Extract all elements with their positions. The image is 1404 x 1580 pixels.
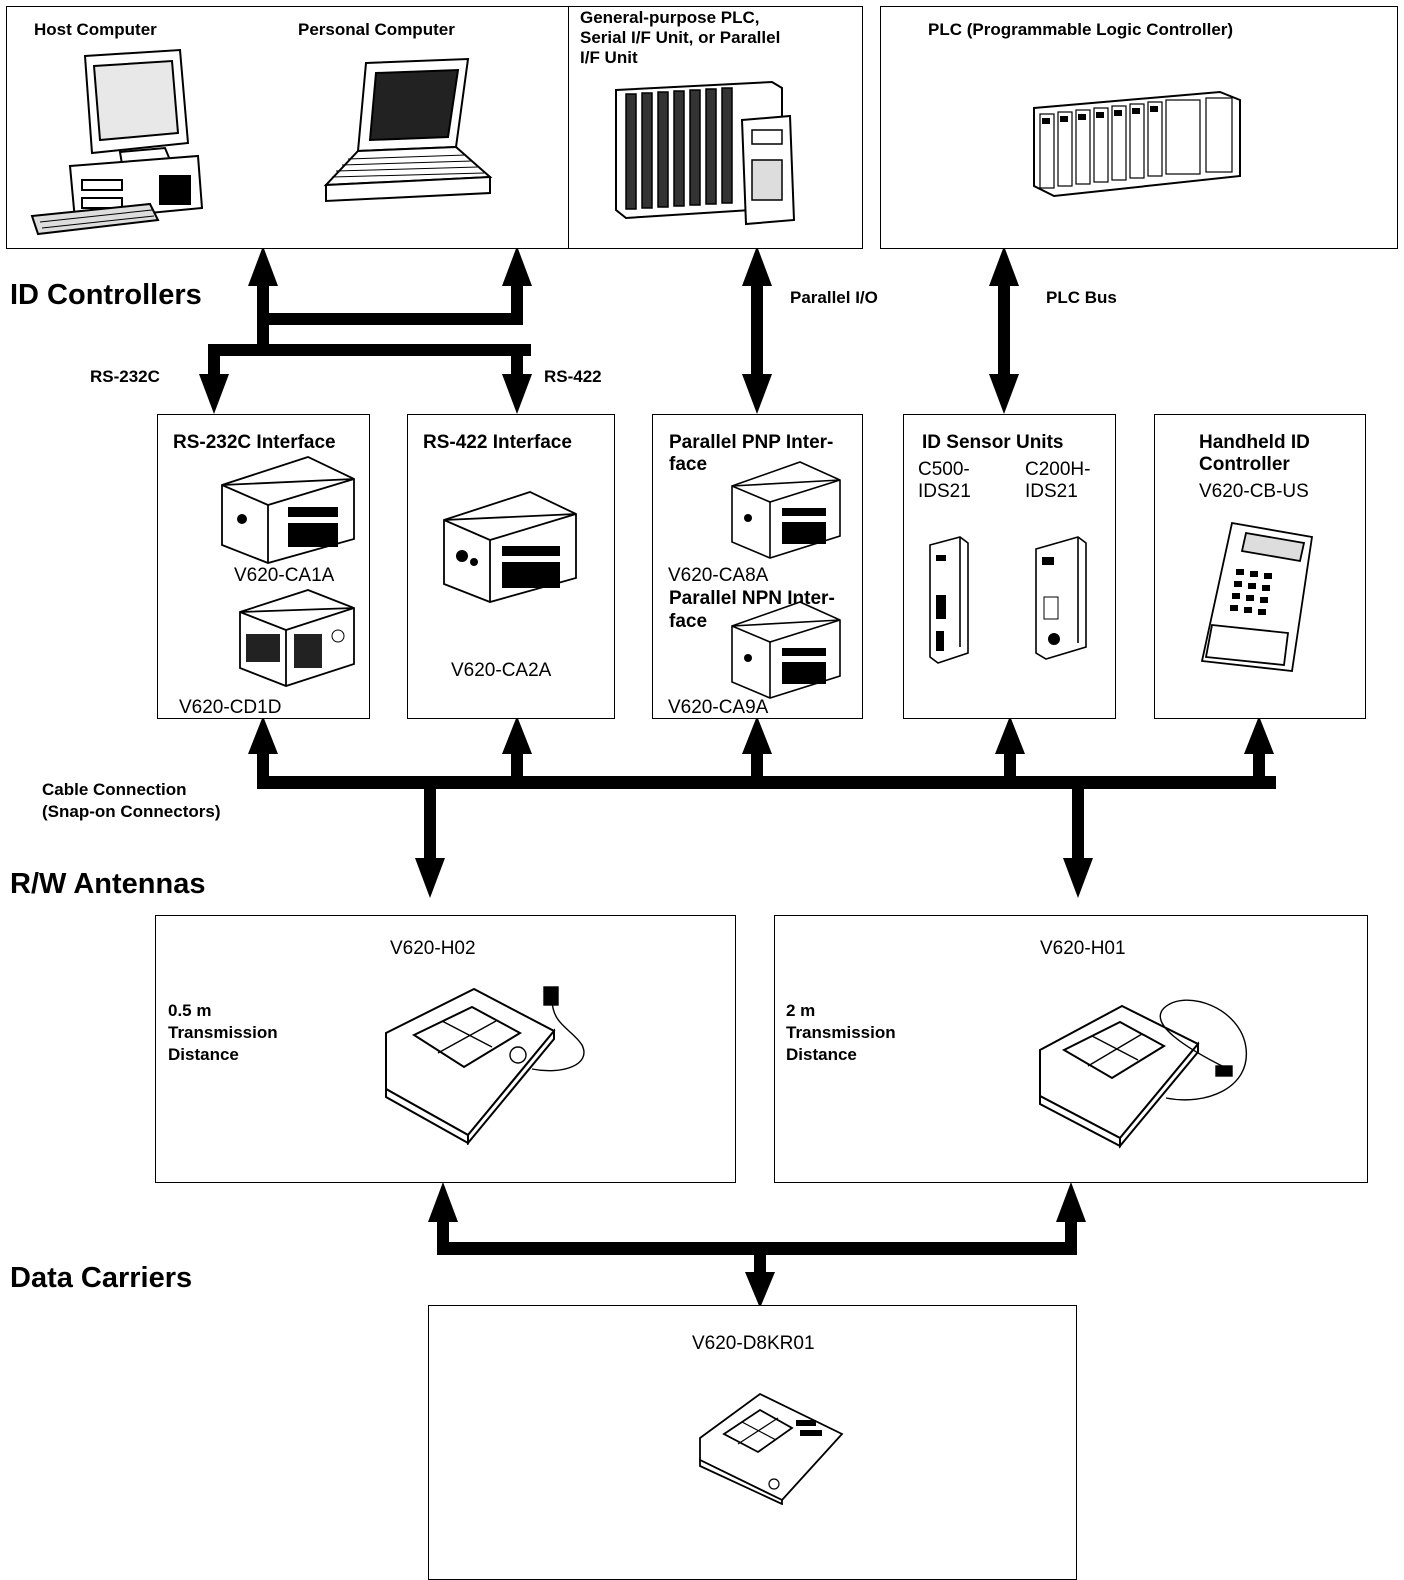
- v620-ca8a-label: V620-CA8A: [668, 565, 769, 586]
- arrow-up-pc: [502, 246, 532, 286]
- rs422-interface-title: RS-422 Interface: [423, 432, 572, 453]
- v620-h02-antenna-image: [385, 986, 585, 1145]
- bus-line: [257, 752, 269, 782]
- h01-distance-line3: Distance: [786, 1045, 857, 1064]
- plc-bus-label: PLC Bus: [1046, 288, 1117, 307]
- parallel-pnp-title-line1: Parallel PNP Inter-: [669, 432, 834, 453]
- host-computer-image: [30, 48, 204, 236]
- arrow-down-rs422: [502, 374, 532, 414]
- bus-line: [751, 752, 763, 782]
- v620-ca8a-image: [731, 461, 841, 559]
- h02-distance-line2: Transmission: [168, 1023, 278, 1042]
- v620-ca2a-image: [443, 491, 577, 603]
- general-plc-label-line3: I/F Unit: [580, 48, 638, 67]
- bus-line: [1072, 786, 1084, 860]
- v620-ca2a-label: V620-CA2A: [451, 660, 552, 681]
- parallel-pnp-title-line2: face: [669, 454, 708, 475]
- parallel-npn-title-line2: face: [669, 611, 708, 632]
- arrow-up-h02: [428, 1182, 458, 1222]
- parallel-io-label: Parallel I/O: [790, 288, 878, 307]
- v620-ca9a-label: V620-CA9A: [668, 697, 769, 718]
- v620-h02-label: V620-H02: [390, 938, 476, 959]
- arrow-down-h02: [415, 858, 445, 898]
- host-computer-label: Host Computer: [34, 20, 157, 39]
- bus-line: [208, 344, 220, 376]
- v620-ca1a-label: V620-CA1A: [234, 565, 335, 586]
- plc-label: PLC (Programmable Logic Controller): [928, 20, 1234, 39]
- h01-distance-line2: Transmission: [786, 1023, 896, 1042]
- arrow-up-ctrl2: [502, 716, 532, 754]
- handheld-controller-image: [1200, 521, 1314, 672]
- h02-distance-line3: Distance: [168, 1045, 239, 1064]
- id-sensor-units-title: ID Sensor Units: [922, 432, 1064, 453]
- bus-line: [754, 1252, 766, 1274]
- plc-image: [1033, 90, 1241, 198]
- bus-line: [1253, 752, 1265, 782]
- arrow-up-parallel: [742, 246, 772, 286]
- v620-cd1d-image: [239, 589, 355, 687]
- bus-line: [208, 344, 531, 356]
- c500-ids21-label-line2: IDS21: [918, 481, 971, 502]
- general-plc-label-line2: Serial I/F Unit, or Parallel: [580, 28, 781, 47]
- c200h-ids21-label-line1: C200H-: [1025, 459, 1091, 480]
- cable-bus: [257, 776, 1276, 789]
- data-carriers-heading: Data Carriers: [10, 1262, 193, 1294]
- c500-ids21-image: [929, 536, 969, 664]
- c500-ids21-label-line1: C500-: [918, 459, 970, 480]
- arrow-down-plcbus: [989, 374, 1019, 414]
- bus-line: [257, 313, 523, 325]
- arrow-down-h01: [1063, 858, 1093, 898]
- handheld-title-line2: Controller: [1199, 454, 1290, 475]
- v620-ca1a-image: [221, 456, 355, 564]
- bus-line: [511, 344, 523, 376]
- arrow-up-plcbus: [989, 246, 1019, 286]
- arrow-down-rs232c: [199, 374, 229, 414]
- personal-computer-image: [323, 57, 493, 203]
- rs232c-interface-title: RS-232C Interface: [173, 432, 336, 453]
- arrow-up-ctrl1: [248, 716, 278, 754]
- v620-d8kr01-label: V620-D8KR01: [692, 1333, 815, 1354]
- bus-line: [751, 285, 763, 377]
- arrow-up-ctrl5: [1244, 716, 1274, 754]
- bus-line: [437, 1242, 1077, 1255]
- arrow-up-h01: [1056, 1182, 1086, 1222]
- v620-h01-label: V620-H01: [1040, 938, 1126, 959]
- h01-distance-line1: 2 m: [786, 1001, 816, 1020]
- v620-h01-antenna-image: [1039, 999, 1247, 1149]
- h02-distance-line1: 0.5 m: [168, 1001, 212, 1020]
- v620-ca9a-image: [731, 601, 841, 699]
- v620-d8kr01-carrier-image: [699, 1392, 844, 1505]
- rs422-link-label: RS-422: [544, 367, 602, 386]
- personal-computer-label: Personal Computer: [298, 20, 455, 39]
- c200h-ids21-image: [1035, 536, 1087, 660]
- bus-line: [424, 786, 436, 860]
- v620-cd1d-label: V620-CD1D: [179, 697, 282, 718]
- rw-antennas-heading: R/W Antennas: [10, 868, 206, 900]
- arrow-up-ctrl3: [742, 716, 772, 754]
- arrow-down-parallel: [742, 374, 772, 414]
- c200h-ids21-label-line2: IDS21: [1025, 481, 1078, 502]
- general-plc-label-line1: General-purpose PLC,: [580, 8, 760, 27]
- v620-cb-us-label: V620-CB-US: [1199, 481, 1309, 502]
- handheld-title-line1: Handheld ID: [1199, 432, 1310, 453]
- rs232c-link-label: RS-232C: [90, 367, 160, 386]
- bus-line: [998, 285, 1010, 377]
- bus-line: [1004, 752, 1016, 782]
- id-controllers-heading: ID Controllers: [10, 279, 202, 311]
- arrow-up-host: [248, 246, 278, 286]
- arrow-up-ctrl4: [995, 716, 1025, 754]
- cable-connection-label-line2: (Snap-on Connectors): [42, 802, 221, 821]
- arrow-down-carrier: [745, 1272, 775, 1308]
- bus-line: [511, 752, 523, 782]
- cable-connection-label-line1: Cable Connection: [42, 780, 187, 799]
- general-plc-image: [615, 80, 796, 226]
